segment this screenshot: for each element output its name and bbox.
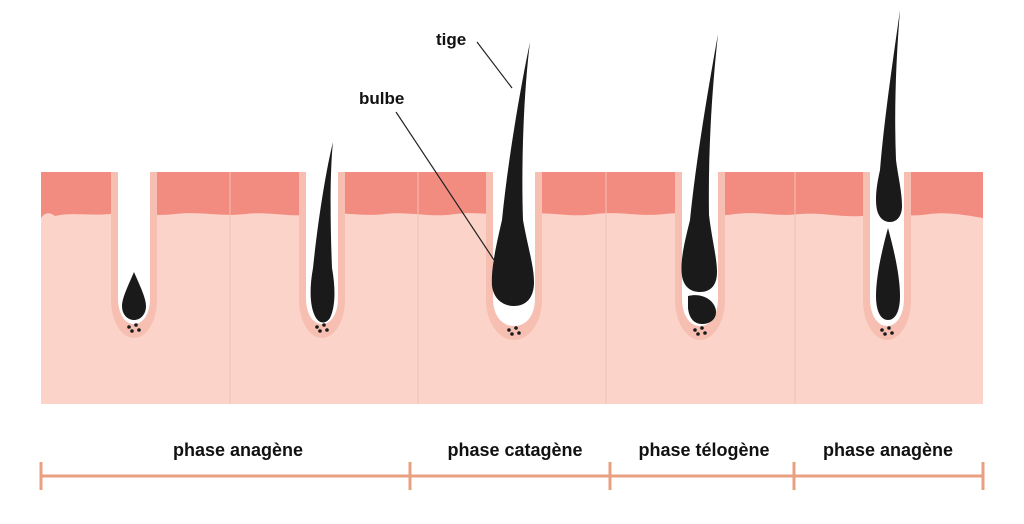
phase-label-anagen-2: phase anagène [823, 440, 953, 460]
new-hair-bulb [876, 228, 900, 320]
phase-timeline: phase anagène phase catagène phase télog… [39, 440, 985, 490]
follicle-3 [486, 42, 542, 340]
hair-shaft [310, 142, 335, 323]
dermal-papilla [693, 326, 707, 336]
phase-label-telogen: phase télogène [638, 440, 769, 460]
follicle-4 [675, 34, 725, 340]
phase-label-catagen: phase catagène [447, 440, 582, 460]
hair-shaft [491, 42, 534, 306]
follicle-1 [111, 172, 157, 338]
dermal-papilla [127, 323, 141, 333]
hair-bulb [122, 272, 146, 320]
follicle-2 [299, 142, 345, 338]
callout-tige-label: tige [436, 30, 466, 49]
callout-bulbe-pointer [395, 111, 495, 261]
follicle-5 [863, 10, 911, 340]
callout-bulbe-label: bulbe [359, 89, 404, 108]
dermal-papilla [880, 326, 894, 336]
new-hair-germ [688, 295, 716, 324]
dermal-papilla [507, 326, 521, 336]
old-hair-shaft [876, 10, 902, 222]
follicle-cavity [118, 172, 150, 324]
callout-tige-pointer [476, 41, 513, 89]
phase-label-anagen-1: phase anagène [173, 440, 303, 460]
hair-shaft [681, 34, 718, 292]
dermal-papilla [315, 323, 329, 333]
